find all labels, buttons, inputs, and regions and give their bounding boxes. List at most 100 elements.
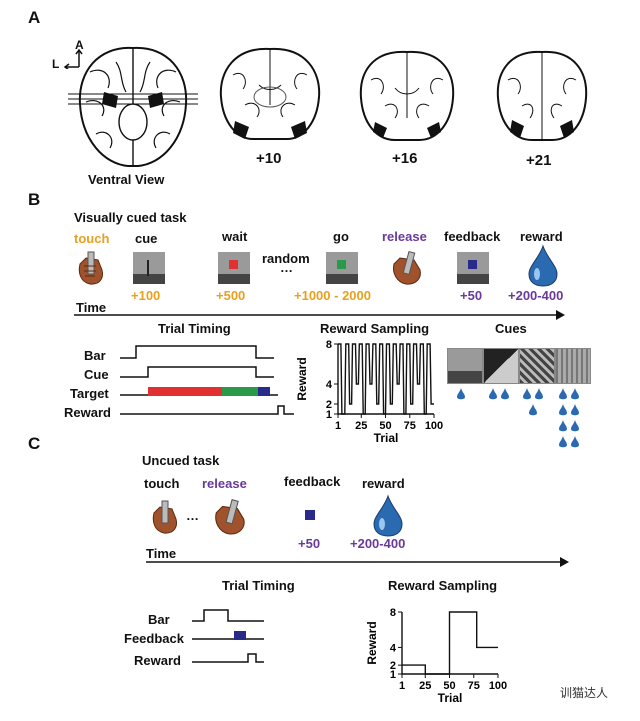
chart-b-xtick-label: 25: [355, 420, 367, 432]
water-drop-icon: [501, 388, 509, 400]
coronal-section-2-icon: [359, 50, 455, 141]
c-event-release: release: [202, 476, 247, 491]
wait-target-icon: [218, 252, 250, 284]
chart-b-ytick-label: 2: [326, 399, 332, 411]
panel-c-letter: C: [28, 434, 41, 453]
ventral-view-label: Ventral View: [88, 172, 165, 187]
compass-arrows-icon: [63, 48, 83, 69]
cue-thumbnail-1: [447, 348, 483, 384]
chart-c-ytick-label: 4: [390, 642, 397, 654]
timing-diagram-b: [120, 345, 294, 415]
water-drop-icon: [489, 388, 497, 400]
panel-b-title: Visually cued task: [74, 210, 187, 225]
bar-trace: [120, 345, 274, 359]
compass-anterior-label: A: [75, 38, 84, 52]
row-reward-label: Reward: [64, 405, 111, 420]
c-event-reward: reward: [362, 476, 405, 491]
target-green-segment: [222, 387, 258, 396]
c-hand-touch-icon: [152, 500, 177, 534]
chart-b-ytick-label: 1: [326, 409, 332, 421]
time-arrow: [74, 310, 565, 320]
panel-c-title: Uncued task: [142, 453, 220, 468]
cue-thumbnail-4: [555, 348, 591, 384]
water-drop-icon: [559, 388, 567, 400]
water-drop-icon: [571, 388, 579, 400]
chart-c-xtick-label: 75: [468, 680, 480, 692]
chart-c-series-line: [402, 611, 498, 675]
c-bar-trace: [192, 609, 264, 622]
c-feedback-block: [234, 631, 246, 640]
event-ellipsis: …: [280, 260, 293, 275]
chart-b-xtick-label: 50: [379, 420, 391, 432]
chart-b-series-line: [338, 343, 434, 415]
chart-b-ylabel: Reward: [296, 357, 309, 400]
c-row-bar-label: Bar: [148, 612, 170, 627]
water-drop-icon: [523, 388, 531, 400]
c-event-touch: touch: [144, 476, 180, 491]
water-drop-icon: [457, 388, 465, 400]
chart-b-ytick-label: 8: [326, 339, 332, 351]
c-reward-trace: [192, 653, 264, 663]
chart-b-ytick-label: 4: [326, 379, 333, 391]
event-touch: touch: [74, 231, 110, 246]
cue-reward-drops: [457, 388, 579, 448]
panel-a-letter: A: [28, 8, 41, 27]
chart-b-xtick-label: 1: [335, 420, 341, 432]
time-feedback: +50: [460, 288, 483, 303]
cue-image-icon: [133, 252, 165, 284]
chart-c-ylabel: Reward: [366, 621, 379, 664]
panel-b-letter: B: [28, 190, 41, 209]
event-cue: cue: [135, 231, 158, 246]
hand-release-icon: [393, 250, 421, 285]
time-reward: +200-400: [508, 288, 564, 303]
chart-c-xlabel: Trial: [438, 691, 463, 705]
subtitle-cues: Cues: [495, 321, 527, 336]
c-feedback-square: [305, 510, 315, 520]
time-wait: +500: [216, 288, 246, 303]
water-drop-icon: [528, 244, 558, 287]
target-blue-segment: [258, 387, 270, 396]
chart-c-ytick-label: 8: [390, 607, 396, 619]
event-random: random: [262, 251, 310, 266]
feedback-target-icon: [457, 252, 489, 284]
c-subtitle-trial-timing: Trial Timing: [222, 578, 295, 593]
chart-c-xtick-label: 50: [443, 680, 455, 692]
ventral-brain-icon: [68, 46, 198, 167]
chart-c-xtick-label: 1: [399, 680, 405, 692]
chart-c-ytick-label: 1: [390, 669, 396, 681]
c-time-reward: +200-400: [350, 536, 406, 551]
chart-c-xtick-label: 100: [489, 680, 507, 692]
watermark: 训猫达人: [560, 686, 609, 700]
event-feedback: feedback: [444, 229, 501, 244]
water-drop-icon: [535, 388, 543, 400]
coronal-section-3-icon: [496, 50, 588, 141]
water-drop-icon: [559, 404, 567, 416]
water-drop-icon: [571, 420, 579, 432]
subtitle-reward-sampling: Reward Sampling: [320, 321, 430, 336]
c-time-arrow: [146, 557, 569, 567]
chart-c-xtick-label: 25: [419, 680, 431, 692]
c-hand-release-icon: [215, 499, 245, 535]
subtitle-trial-timing: Trial Timing: [158, 321, 231, 336]
reward-trace: [120, 405, 294, 415]
c-event-feedback: feedback: [284, 474, 341, 489]
event-wait: wait: [222, 229, 248, 244]
water-drop-icon: [571, 436, 579, 448]
chart-b-xtick-label: 100: [425, 420, 443, 432]
row-cue-label: Cue: [84, 367, 109, 382]
c-time-feedback: +50: [298, 536, 321, 551]
event-reward: reward: [520, 229, 563, 244]
water-drop-icon: [529, 404, 537, 416]
section-label-1: +10: [256, 150, 282, 167]
target-red-segment: [148, 387, 222, 396]
event-go: go: [333, 229, 349, 244]
c-subtitle-reward-sampling: Reward Sampling: [388, 578, 498, 593]
section-label-2: +16: [392, 150, 418, 167]
cue-thumbnail-2: [483, 348, 519, 384]
chart-c-ytick-label: 2: [390, 660, 396, 672]
water-drop-icon: [559, 420, 567, 432]
time-cue: +100: [131, 288, 161, 303]
timing-diagram-c: [192, 609, 264, 663]
